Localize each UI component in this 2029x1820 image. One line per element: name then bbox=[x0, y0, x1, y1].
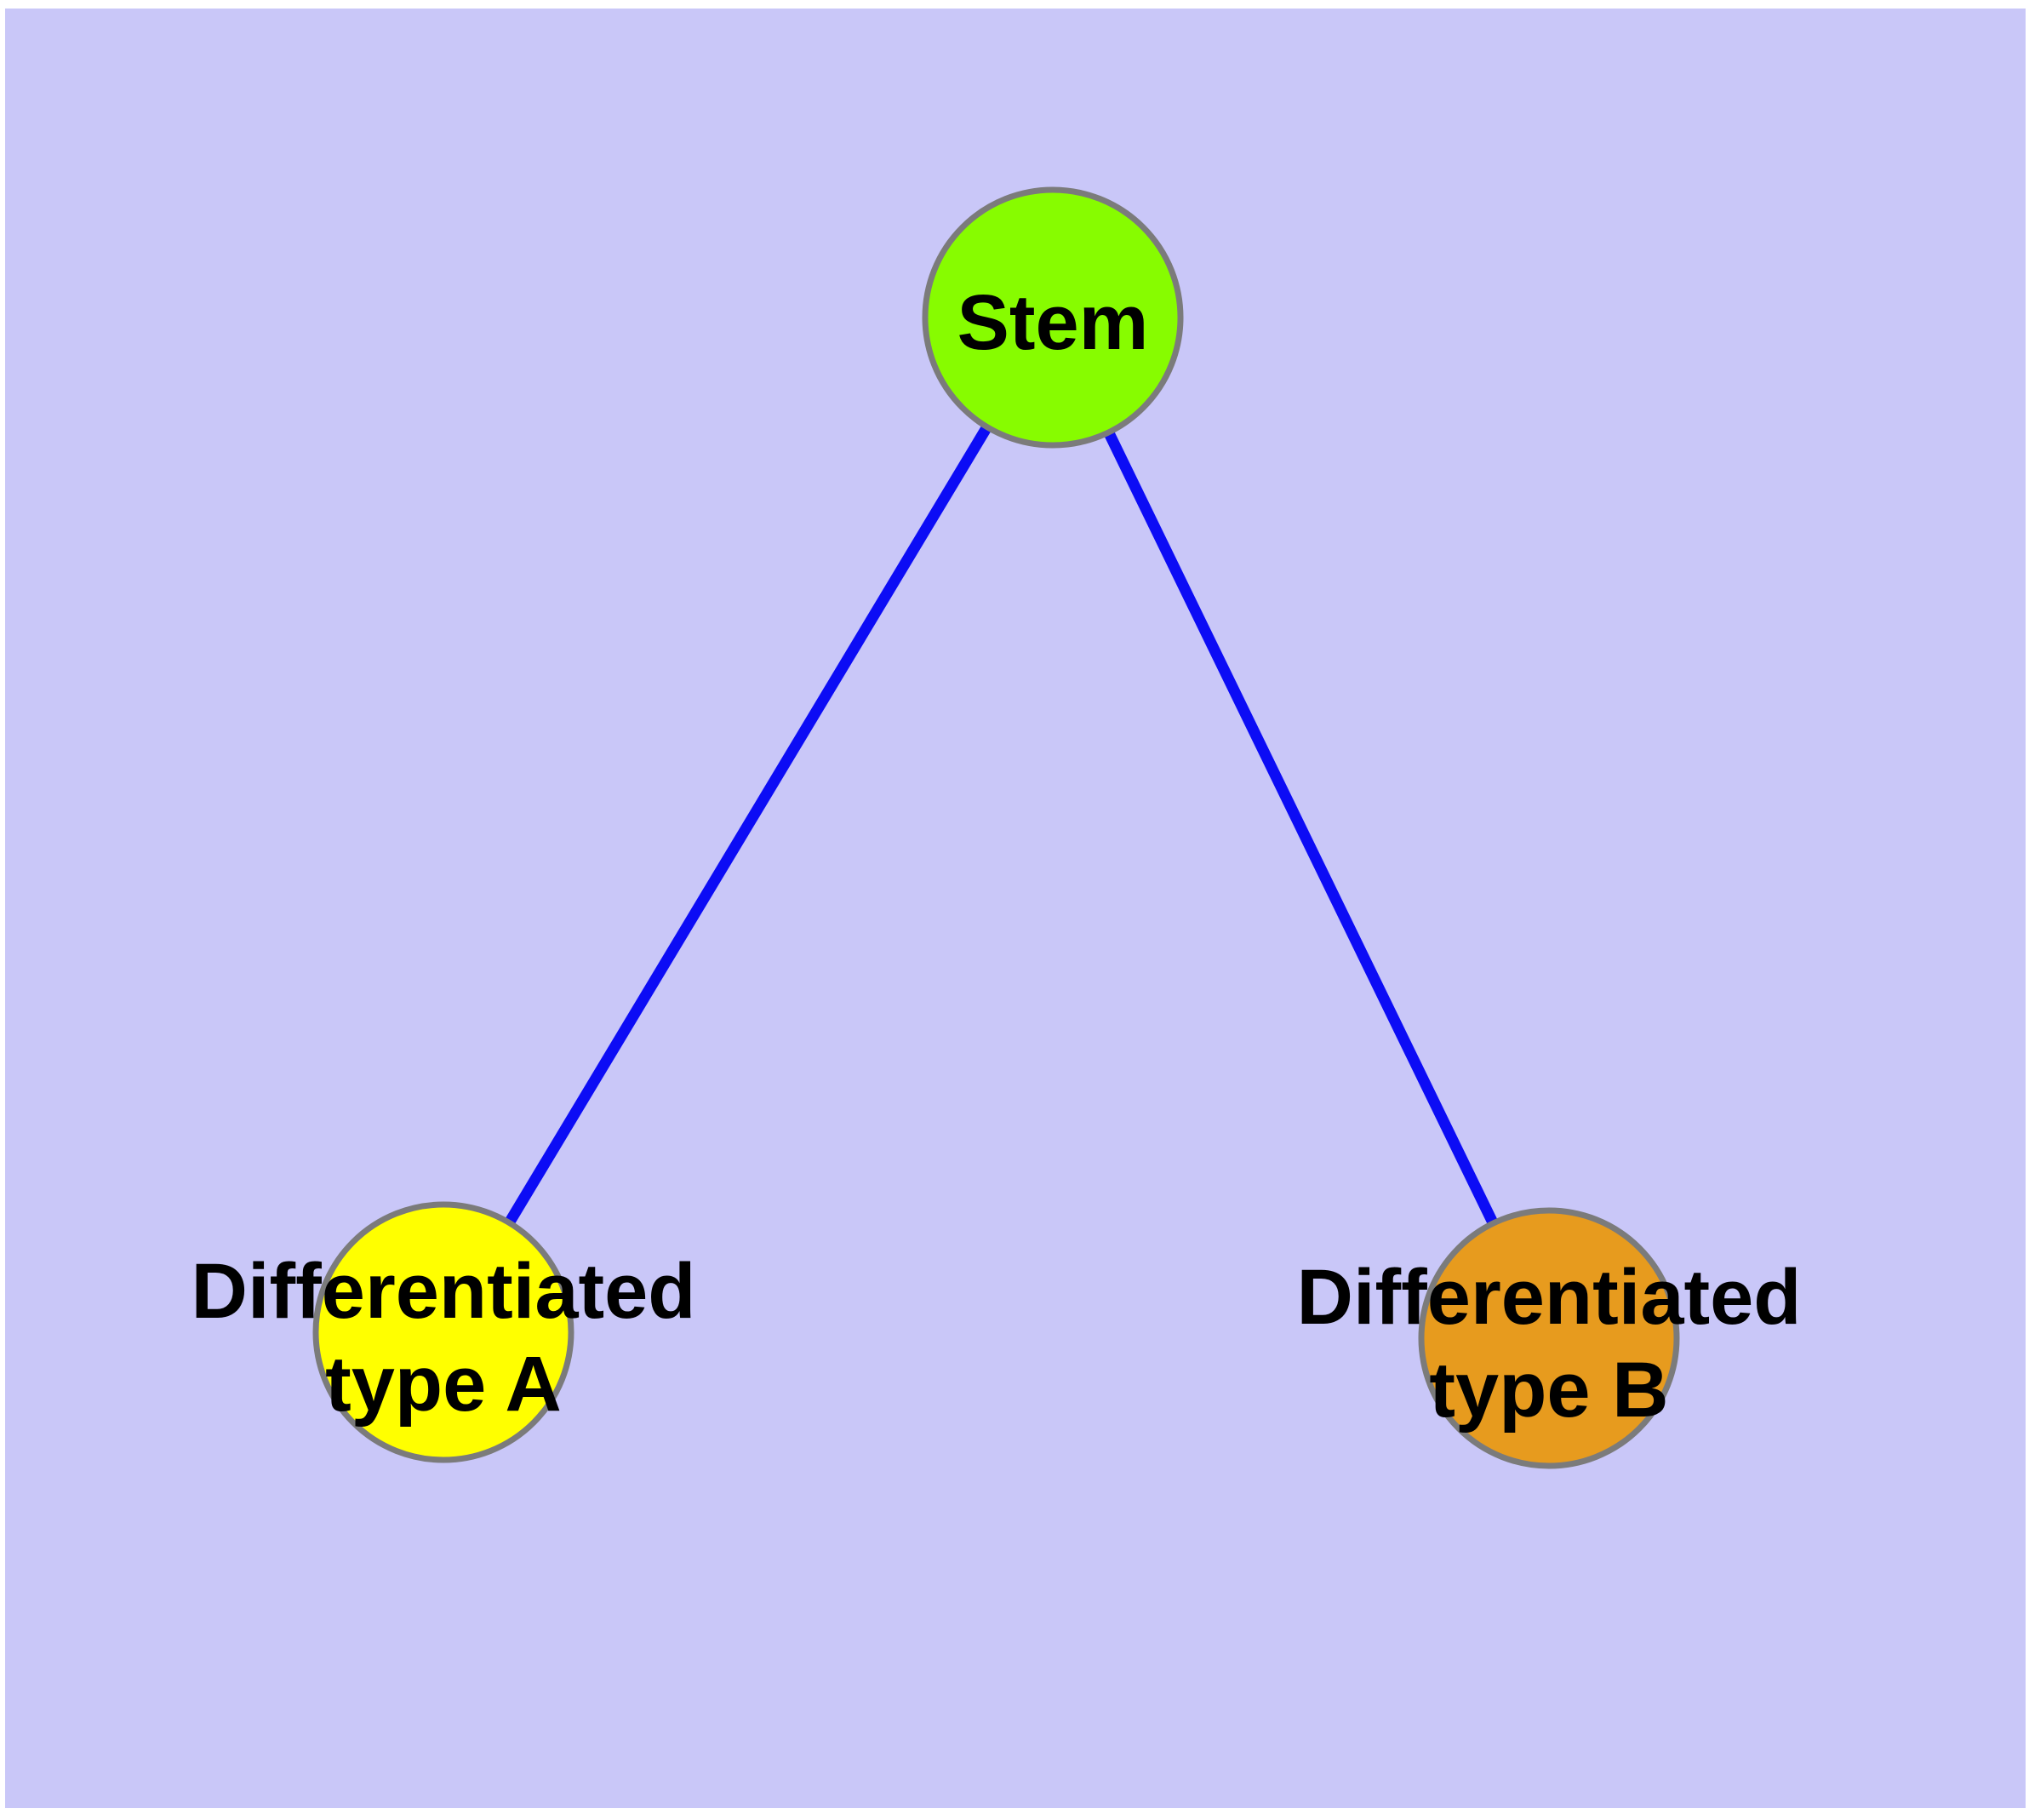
node-stem-label: Stem bbox=[957, 279, 1149, 366]
node-type-a-label-line1: Differentiated bbox=[191, 1248, 696, 1335]
node-differentiated-type-a[interactable] bbox=[312, 1201, 574, 1463]
edge-stem-to-type-a bbox=[438, 314, 1058, 1336]
node-type-b-label-line2: type B bbox=[1429, 1347, 1668, 1434]
edge-stem-to-type-b bbox=[1048, 315, 1554, 1341]
node-type-b-label-line1: Differentiated bbox=[1297, 1254, 1802, 1341]
node-stem[interactable] bbox=[922, 186, 1184, 449]
node-type-a-label-line2: type A bbox=[325, 1341, 562, 1428]
node-differentiated-type-b[interactable] bbox=[1418, 1207, 1680, 1469]
